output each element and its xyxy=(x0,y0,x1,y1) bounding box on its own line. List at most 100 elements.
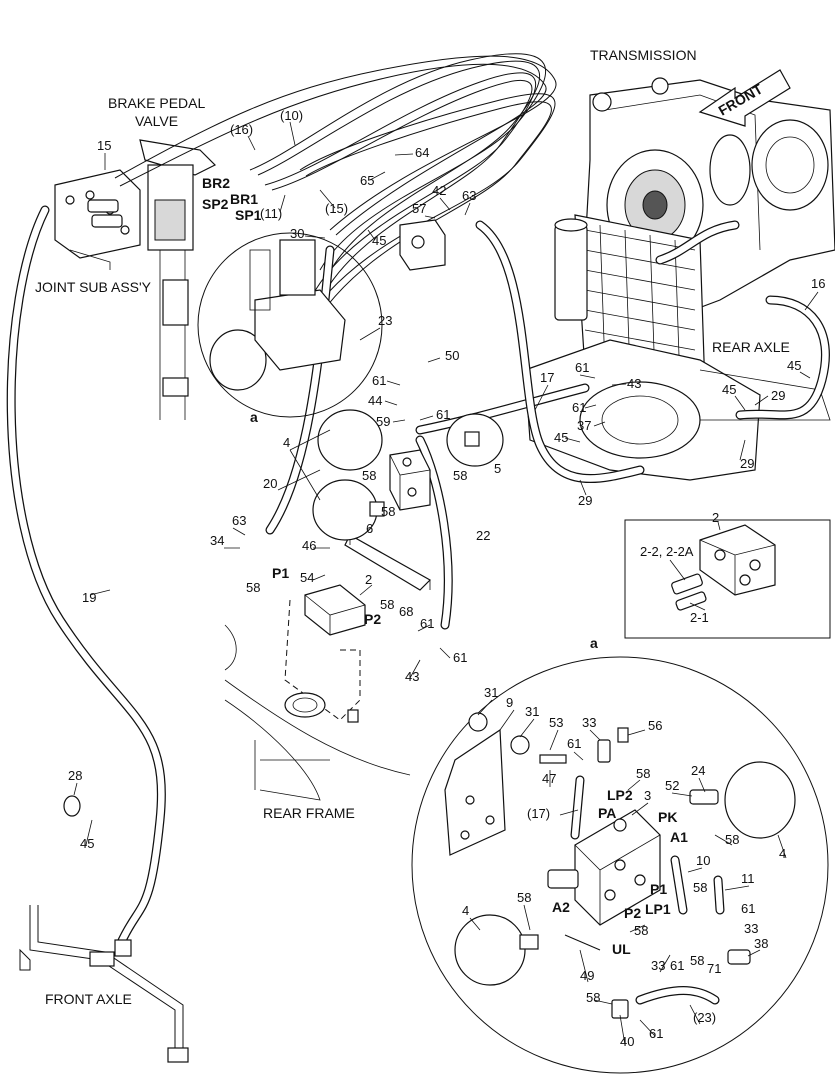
port-br1: BR1 xyxy=(230,191,258,207)
callout-17p: (17) xyxy=(527,806,550,821)
callout-44: 44 xyxy=(368,393,382,408)
caption-brake-pedal-valve-2: VALVE xyxy=(135,113,178,129)
callout-4b: 4 xyxy=(779,846,786,861)
valve-block-2 xyxy=(304,584,366,636)
port-p1: P1 xyxy=(272,565,289,581)
port-pa: PA xyxy=(598,805,616,821)
callout-45d: 45 xyxy=(787,358,801,373)
callout-10p: (10) xyxy=(280,108,303,123)
callout-45e: 45 xyxy=(80,836,94,851)
callout-61h: 61 xyxy=(741,901,755,916)
joint-sub-assembly xyxy=(54,169,141,270)
callout-15: 15 xyxy=(97,138,111,153)
inset-2-labels: 2 2-2, 2-2A 2-1 xyxy=(640,510,721,625)
callout-11: 11 xyxy=(741,871,755,886)
callout-58g: 58 xyxy=(693,880,707,895)
callout-5: 5 xyxy=(494,461,501,476)
caption-rear-frame: REAR FRAME xyxy=(263,805,355,821)
port-labels: BR2 BR1 SP2 SP1 P1 P2 PA LP2 PK A1 A2 P1… xyxy=(202,175,688,957)
callout-33c: 33 xyxy=(651,958,665,973)
callout-58k: 58 xyxy=(586,990,600,1005)
callout-10: 10 xyxy=(696,853,710,868)
callout-68: 68 xyxy=(399,604,413,619)
callout-29b: 29 xyxy=(740,456,754,471)
callout-54: 54 xyxy=(300,570,314,585)
port-sp1: SP1 xyxy=(235,207,262,223)
callout-61e: 61 xyxy=(420,616,434,631)
callout-58e: 58 xyxy=(636,766,650,781)
leader-lines xyxy=(73,121,819,1046)
callout-58a: 58 xyxy=(362,468,376,483)
callout-59: 59 xyxy=(376,414,390,429)
port-p2-detail: P2 xyxy=(624,905,641,921)
callout-33b: 33 xyxy=(744,921,758,936)
callout-23: 23 xyxy=(378,313,392,328)
inset-2-label-a: 2-2, 2-2A xyxy=(640,544,694,559)
callout-57: 57 xyxy=(412,201,426,216)
callouts: 15 (16) (10) 64 65 (11) (15) 42 63 57 30… xyxy=(68,108,825,1049)
callout-58b: 58 xyxy=(453,468,467,483)
callout-31a: 31 xyxy=(484,685,498,700)
callout-30: 30 xyxy=(290,226,304,241)
callout-4a: 4 xyxy=(283,435,290,450)
callout-15p: (15) xyxy=(325,201,348,216)
callout-40: 40 xyxy=(620,1034,634,1049)
inset-2-label-b: 2-1 xyxy=(690,610,709,625)
callout-38: 38 xyxy=(754,936,768,951)
callout-11p: (11) xyxy=(260,206,282,221)
port-lp1: LP1 xyxy=(645,901,671,917)
callout-37: 37 xyxy=(577,418,591,433)
port-a1: A1 xyxy=(670,829,688,845)
callout-45c: 45 xyxy=(722,382,736,397)
port-sp2: SP2 xyxy=(202,196,229,212)
hose-20-22 xyxy=(265,245,453,630)
callout-29a: 29 xyxy=(771,388,785,403)
callout-28: 28 xyxy=(68,768,82,783)
callout-49: 49 xyxy=(580,968,594,983)
callout-16: 16 xyxy=(811,276,825,291)
callout-64: 64 xyxy=(415,145,429,160)
detail-a-circle xyxy=(411,656,829,1074)
caption-brake-pedal-valve-1: BRAKE PEDAL xyxy=(108,95,205,111)
callout-61a: 61 xyxy=(372,373,386,388)
callout-6: 6 xyxy=(366,521,373,536)
hose-16 xyxy=(655,220,830,420)
callout-63b: 63 xyxy=(232,513,246,528)
caption-front-axle: FRONT AXLE xyxy=(45,991,132,1007)
caption-rear-axle: REAR AXLE xyxy=(712,339,790,355)
callout-2: 2 xyxy=(365,572,372,587)
callout-20: 20 xyxy=(263,476,277,491)
callout-43a: 43 xyxy=(627,376,641,391)
callout-9: 9 xyxy=(506,695,513,710)
callout-17: 17 xyxy=(540,370,554,385)
front-axle xyxy=(19,905,189,1063)
port-lp2: LP2 xyxy=(607,787,633,803)
callout-61d: 61 xyxy=(572,400,586,415)
mounting-bracket xyxy=(344,534,431,591)
callout-58j: 58 xyxy=(690,953,704,968)
caption-joint-sub-assy: JOINT SUB ASS'Y xyxy=(35,279,152,295)
callout-42: 42 xyxy=(432,183,446,198)
detail-marker-bottom: a xyxy=(590,635,598,651)
callout-56: 56 xyxy=(648,718,662,733)
callout-61i: 61 xyxy=(670,958,684,973)
callout-19: 19 xyxy=(82,590,96,605)
inset-2-title: 2 xyxy=(712,510,719,525)
callout-24: 24 xyxy=(691,763,705,778)
captions: TRANSMISSION BRAKE PEDAL VALVE JOINT SUB… xyxy=(35,47,790,1007)
callout-58f: 58 xyxy=(725,832,739,847)
clamp-28 xyxy=(63,795,81,817)
callout-61c: 61 xyxy=(575,360,589,375)
port-pk: PK xyxy=(658,809,677,825)
callout-58-lower: 58 xyxy=(380,597,394,612)
detail-a-small-view xyxy=(209,239,346,391)
callout-31b: 31 xyxy=(525,704,539,719)
port-br2: BR2 xyxy=(202,175,230,191)
hose-17 xyxy=(415,220,645,484)
callout-45b: 45 xyxy=(554,430,568,445)
port-p1-detail: P1 xyxy=(650,881,667,897)
transmission-assembly xyxy=(524,77,835,481)
rear-frame xyxy=(224,624,411,801)
callout-46: 46 xyxy=(302,538,316,553)
